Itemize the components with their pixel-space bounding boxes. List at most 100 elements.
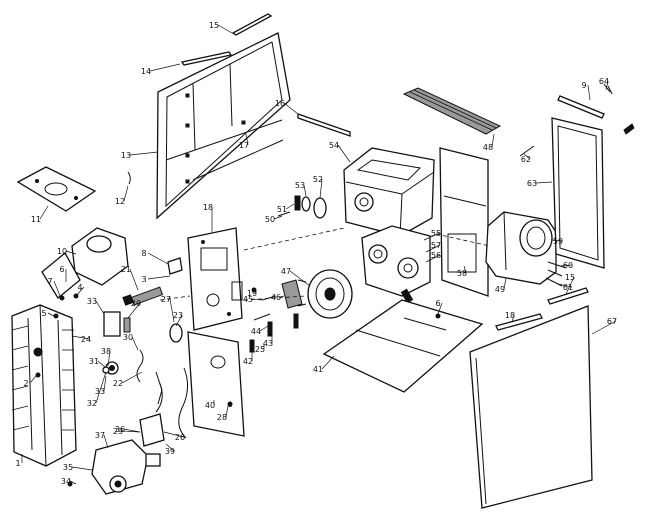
callout-blower-bolt: 62 bbox=[521, 155, 531, 164]
leader-door-knob bbox=[29, 375, 37, 384]
burner-plate bbox=[169, 323, 183, 343]
bolt-5 bbox=[53, 313, 59, 319]
ring-washer bbox=[301, 196, 311, 212]
callout-combustion-chamber: 55 bbox=[431, 229, 441, 238]
callout-bolt-5: 5 bbox=[41, 309, 46, 318]
leader-wire-lead bbox=[121, 430, 141, 433]
front-top-rail bbox=[180, 51, 233, 66]
leader-back-screw bbox=[605, 80, 609, 91]
callout-side-gasket: 24 bbox=[81, 335, 91, 344]
leader-motor-nut bbox=[259, 325, 269, 332]
callout-ring-bolt: 51 bbox=[277, 205, 287, 214]
leader-base-pan bbox=[321, 355, 335, 370]
callout-bolt-4: 4 bbox=[77, 283, 82, 292]
callout-blower-housing: 59 bbox=[553, 237, 563, 246]
callout-burner-motor: 46 bbox=[271, 293, 281, 302]
callout-snap-d: 28 bbox=[217, 413, 227, 422]
callout-blower-mount: 61 bbox=[563, 283, 573, 292]
callout-chamber-bolt: 57 bbox=[431, 241, 441, 250]
callout-back-bracket: 9 bbox=[581, 81, 586, 90]
leader-sight-glass-gasket bbox=[147, 275, 171, 280]
callout-base-pan: 41 bbox=[313, 365, 323, 374]
leader-rail-b bbox=[565, 276, 575, 295]
leader-oil-burner bbox=[289, 270, 311, 287]
leader-combustion-chamber bbox=[423, 232, 441, 241]
leader-ring-nut bbox=[273, 215, 283, 220]
ring-nut bbox=[277, 211, 291, 217]
callout-relay-box: 35 bbox=[63, 463, 73, 472]
side-panel-left bbox=[11, 304, 77, 467]
callout-oil-burner: 47 bbox=[281, 267, 291, 276]
filter bbox=[402, 87, 502, 135]
callout-ignition-cover: 26 bbox=[175, 433, 185, 442]
callout-heat-exchanger: 54 bbox=[329, 141, 339, 150]
leader-grommet bbox=[97, 360, 107, 369]
callout-motor-washer: 43 bbox=[263, 339, 273, 348]
callout-burner-nut: 32 bbox=[87, 399, 97, 408]
leader-rail-a bbox=[511, 314, 515, 323]
leader-heat-exchanger bbox=[337, 144, 351, 163]
leader-clip-left bbox=[53, 280, 61, 297]
callout-cad-cell: 27 bbox=[161, 295, 171, 304]
ignition-cover bbox=[139, 413, 165, 447]
back-panel bbox=[551, 117, 605, 269]
callout-oil-pump: 37 bbox=[95, 431, 105, 440]
callout-clip-left: 7 bbox=[47, 277, 52, 286]
callout-clip-33: 33 bbox=[95, 387, 105, 396]
leader-top-bar bbox=[217, 24, 233, 34]
bracket bbox=[103, 311, 121, 337]
wire-lead bbox=[178, 367, 188, 439]
leader-panel-screw bbox=[123, 185, 129, 202]
callout-access-panel: 40 bbox=[205, 401, 215, 410]
vent-plate bbox=[16, 166, 97, 212]
rail-b bbox=[547, 287, 589, 305]
right-panel bbox=[469, 305, 593, 509]
callout-upper-baffle: 16 bbox=[275, 99, 285, 108]
leader-chamber-liner bbox=[425, 254, 441, 263]
blower-housing bbox=[485, 211, 557, 285]
back-bracket bbox=[557, 95, 605, 119]
callout-snap-c: 25 bbox=[255, 345, 265, 354]
leader-panel-clip bbox=[245, 133, 249, 146]
electrode bbox=[123, 317, 131, 333]
blower-bolt bbox=[519, 145, 535, 157]
callout-back-panel: 63 bbox=[527, 179, 537, 188]
callout-sight-glass-gasket: 3 bbox=[141, 275, 146, 284]
rail-a bbox=[495, 313, 543, 331]
callout-panel-screw: 12 bbox=[115, 197, 125, 206]
callout-snap-b: 19 bbox=[247, 289, 257, 298]
burner-motor bbox=[281, 279, 303, 309]
callout-burner-plate: 23 bbox=[173, 311, 183, 320]
callout-blower-wheel: 60 bbox=[563, 261, 573, 270]
leader-bracket bbox=[95, 300, 105, 315]
callout-inner-panel: 58 bbox=[457, 269, 467, 278]
callout-motor-nut: 44 bbox=[251, 327, 261, 336]
leader-back-panel bbox=[535, 181, 553, 184]
back-screw-b bbox=[623, 123, 635, 135]
leader-vent-plate bbox=[39, 205, 49, 220]
callout-pump-screw: 34 bbox=[61, 477, 71, 486]
callout-ring-washer: 53 bbox=[295, 181, 305, 190]
leader-burner-plate bbox=[175, 314, 183, 327]
callout-nozzle-line: 22 bbox=[113, 379, 123, 388]
leader-pump-coupling bbox=[107, 350, 111, 367]
leader-upper-baffle bbox=[283, 102, 299, 115]
callout-right-panel: 67 bbox=[607, 317, 617, 326]
pump-screw bbox=[67, 481, 73, 487]
leader-blower-bolt bbox=[523, 153, 531, 160]
leader-relay-box bbox=[71, 466, 93, 471]
snap-d bbox=[227, 401, 233, 407]
leader-bolt-39 bbox=[165, 443, 175, 452]
leader-bolt-5 bbox=[47, 312, 55, 317]
callout-panel-clip: 17 bbox=[239, 141, 249, 150]
leader-clip-33 bbox=[103, 375, 107, 392]
leader-oil-pump bbox=[103, 434, 109, 449]
flue-collar bbox=[41, 227, 129, 299]
leader-blower-housing bbox=[551, 239, 563, 242]
callout-vent-plate: 11 bbox=[31, 215, 41, 224]
callout-gasket-ring: 52 bbox=[313, 175, 323, 184]
callout-door-knob: 2 bbox=[23, 379, 28, 388]
callout-burner-tube: 21 bbox=[121, 265, 131, 274]
oil-pump bbox=[91, 439, 161, 495]
